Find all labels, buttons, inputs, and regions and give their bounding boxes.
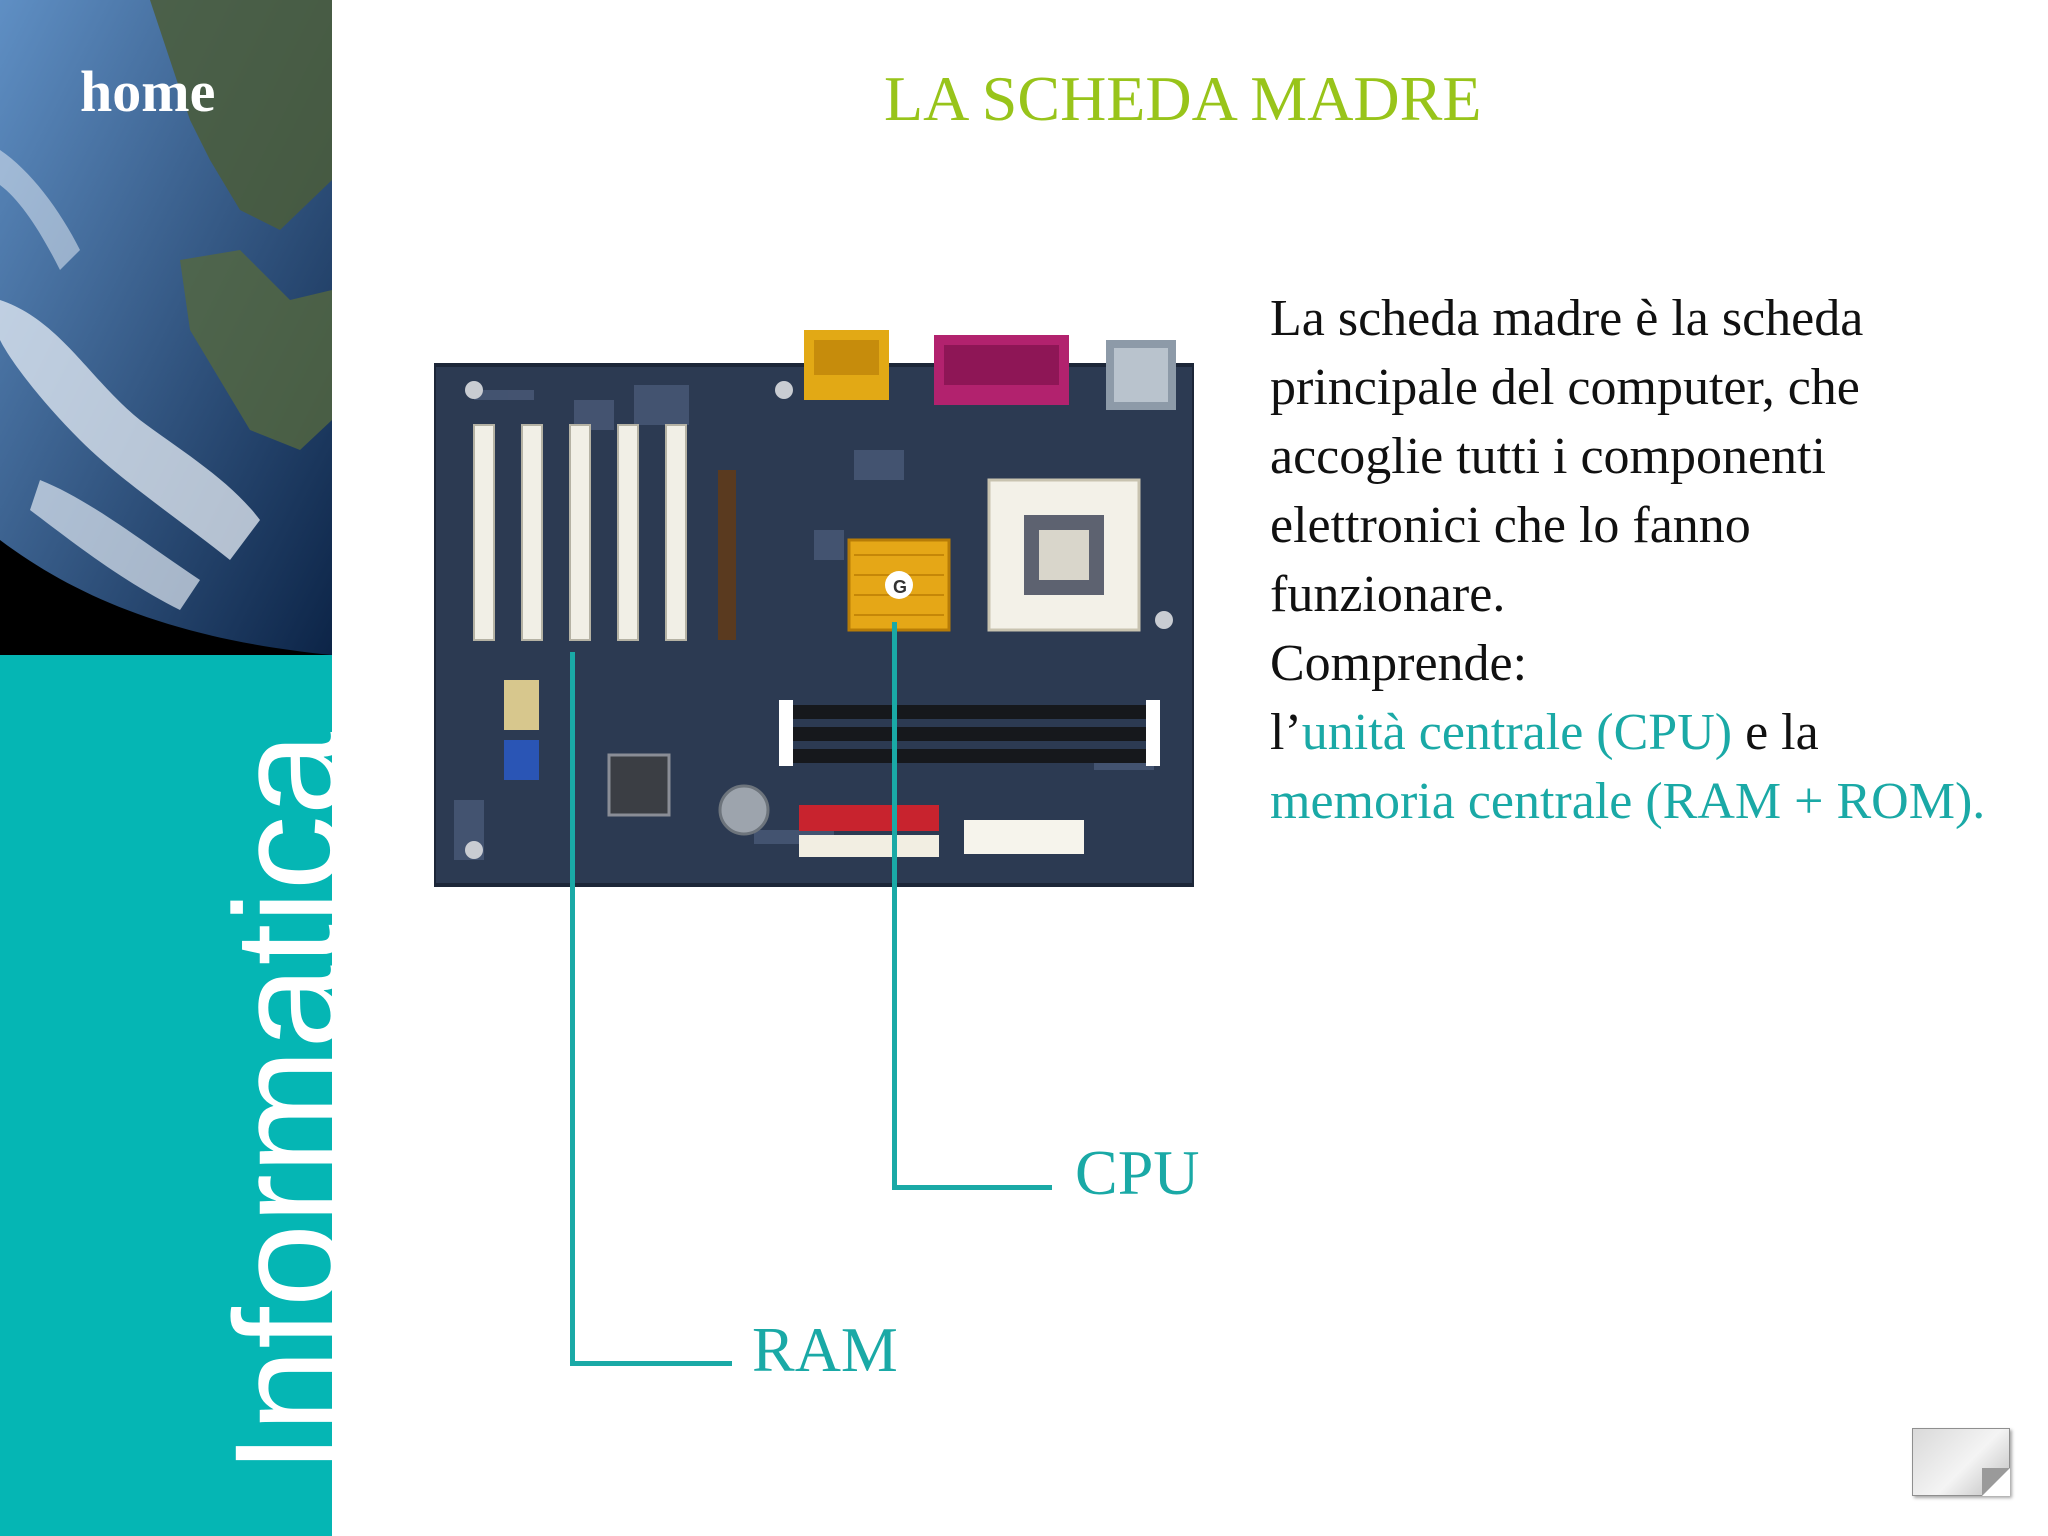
description-components: l’unità centrale (CPU) e la memoria cent… bbox=[1270, 698, 1990, 836]
motherboard-image: G bbox=[434, 330, 1194, 887]
description-prefix: l’ bbox=[1270, 704, 1302, 761]
chip-logo-text: G bbox=[893, 577, 907, 597]
ram-leader-horizontal bbox=[570, 1361, 732, 1366]
ram-callout-label: RAM bbox=[752, 1314, 898, 1385]
earth-image bbox=[0, 0, 332, 655]
description-comprende: Comprende: bbox=[1270, 635, 1528, 692]
sidebar-teal-panel bbox=[0, 655, 332, 1536]
memory-highlight: memoria centrale (RAM + ROM) bbox=[1270, 773, 1973, 830]
cpu-leader-horizontal bbox=[892, 1185, 1052, 1190]
cpu-leader-vertical bbox=[892, 622, 897, 1190]
cpu-highlight: unità centrale (CPU) bbox=[1301, 704, 1733, 761]
ram-leader-vertical bbox=[570, 652, 575, 1366]
description-paragraph: La scheda madre è la scheda principale d… bbox=[1270, 290, 1864, 623]
description-text: La scheda madre è la scheda principale d… bbox=[1270, 284, 1990, 836]
cpu-callout-label: CPU bbox=[1075, 1137, 1200, 1208]
description-suffix: . bbox=[1972, 773, 1986, 830]
sidebar-vertical-label: Informatica bbox=[203, 732, 371, 1474]
earth-photo: home bbox=[0, 0, 332, 655]
next-slide-button[interactable] bbox=[1912, 1428, 2010, 1496]
home-link[interactable]: home bbox=[80, 59, 216, 124]
next-slide-icon bbox=[1982, 1468, 2010, 1496]
slide-title: LA SCHEDA MADRE bbox=[884, 63, 1482, 134]
sidebar: home Informatica bbox=[0, 0, 371, 1536]
description-middle: e la bbox=[1732, 704, 1819, 761]
